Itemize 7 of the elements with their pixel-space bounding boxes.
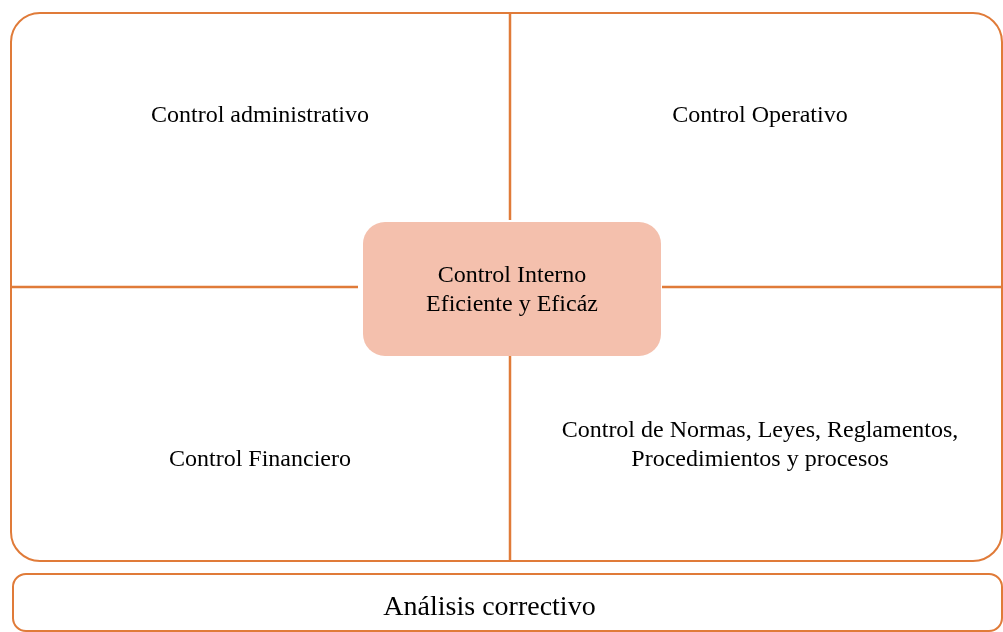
quadrant-label: Control de Normas, Leyes, Reglamentos, Procedimientos y procesos [560,415,960,473]
quadrant-frame [10,12,1003,562]
center-box: Control Interno Eficiente y Eficáz [363,222,661,356]
quadrant-label: Control Financiero [168,444,352,473]
process-box: Análisis correctivo [12,573,1003,632]
quadrant-label: Control administrativo [150,100,370,129]
quadrant-label: Control Operativo [671,100,849,129]
